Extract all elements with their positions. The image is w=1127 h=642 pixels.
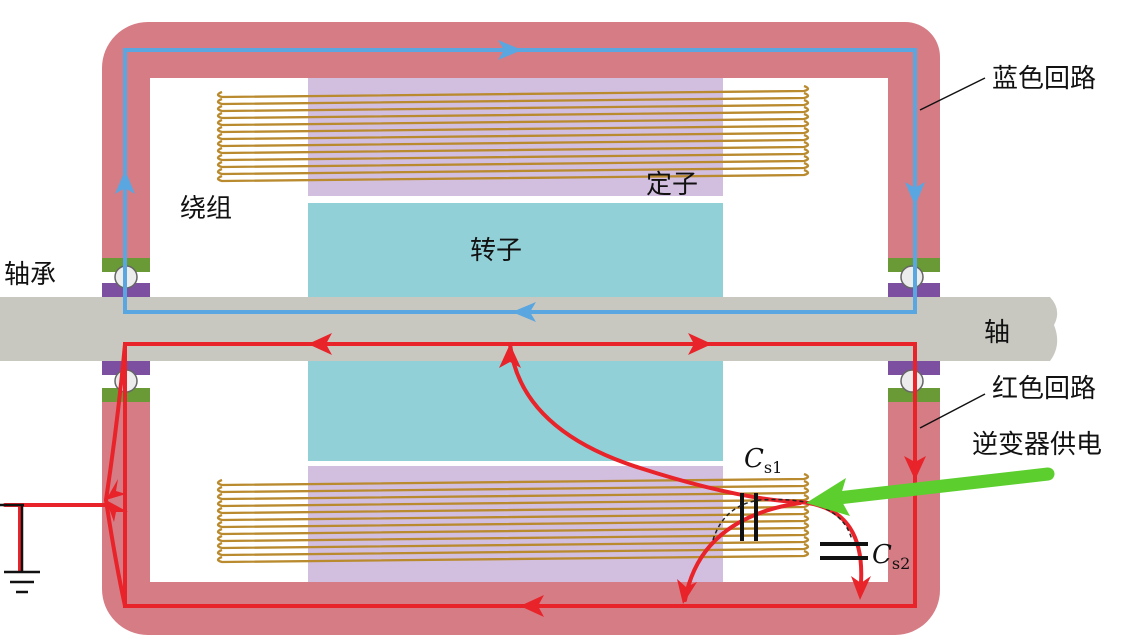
blue-arrow-bottom <box>512 302 536 322</box>
winding-turn <box>216 507 810 522</box>
inverter-supply-label: 逆变器供电 <box>972 430 1103 460</box>
winding-label: 绕组 <box>180 194 233 224</box>
capacitor-cs1 <box>740 493 758 541</box>
winding-turn <box>216 521 810 536</box>
winding-turn <box>216 479 810 494</box>
housing-lower <box>102 400 940 635</box>
blue-arrow-right <box>905 182 925 206</box>
winding-turn <box>216 493 810 508</box>
winding-turn <box>216 472 810 487</box>
winding-turn <box>216 84 810 99</box>
winding-turn <box>216 535 810 550</box>
inverter-arrow-head <box>806 478 850 516</box>
winding-turn <box>216 161 810 176</box>
winding-upper <box>216 84 810 183</box>
winding-turn <box>216 112 810 127</box>
red-loop <box>3 342 917 608</box>
winding-turn <box>216 147 810 162</box>
winding-turn <box>216 105 810 120</box>
winding-turn <box>216 133 810 148</box>
winding-turn <box>216 542 810 557</box>
red-loop-label: 红色回路 <box>992 374 1097 404</box>
winding-turn <box>216 514 810 529</box>
winding-lower <box>216 472 810 564</box>
red-loop-leader <box>919 393 986 429</box>
capacitor-cs2 <box>820 542 868 560</box>
rotor-lower <box>308 361 723 461</box>
inverter-arrow-shaft <box>831 467 1055 505</box>
winding-turn <box>216 91 810 106</box>
winding-turn <box>216 549 810 564</box>
bearing-label: 轴承 <box>4 260 57 290</box>
blue-loop-leader <box>919 77 986 111</box>
rotor-label: 转子 <box>470 236 523 266</box>
blue-loop <box>123 48 917 314</box>
winding-turn <box>216 126 810 141</box>
winding-turn <box>216 154 810 169</box>
shaft-label: 轴 <box>984 318 1011 348</box>
winding-turn <box>216 486 810 501</box>
winding-turn <box>216 140 810 155</box>
winding-turn <box>216 98 810 113</box>
stator-label: 定子 <box>646 170 699 200</box>
dashed-connection <box>712 498 853 541</box>
blue-loop-label: 蓝色回路 <box>992 64 1097 94</box>
blue-arrow-left <box>115 170 135 194</box>
rotor-upper <box>308 203 723 297</box>
winding-turn <box>216 119 810 134</box>
red-arrows <box>106 333 926 617</box>
housing-upper <box>102 22 940 258</box>
cs2-label: Cs2 <box>872 540 911 574</box>
blue-arrow-top <box>498 40 522 60</box>
ground-symbol <box>0 503 40 594</box>
winding-turn <box>216 168 810 183</box>
winding-turn <box>216 528 810 543</box>
cs1-label: Cs1 <box>744 444 783 478</box>
